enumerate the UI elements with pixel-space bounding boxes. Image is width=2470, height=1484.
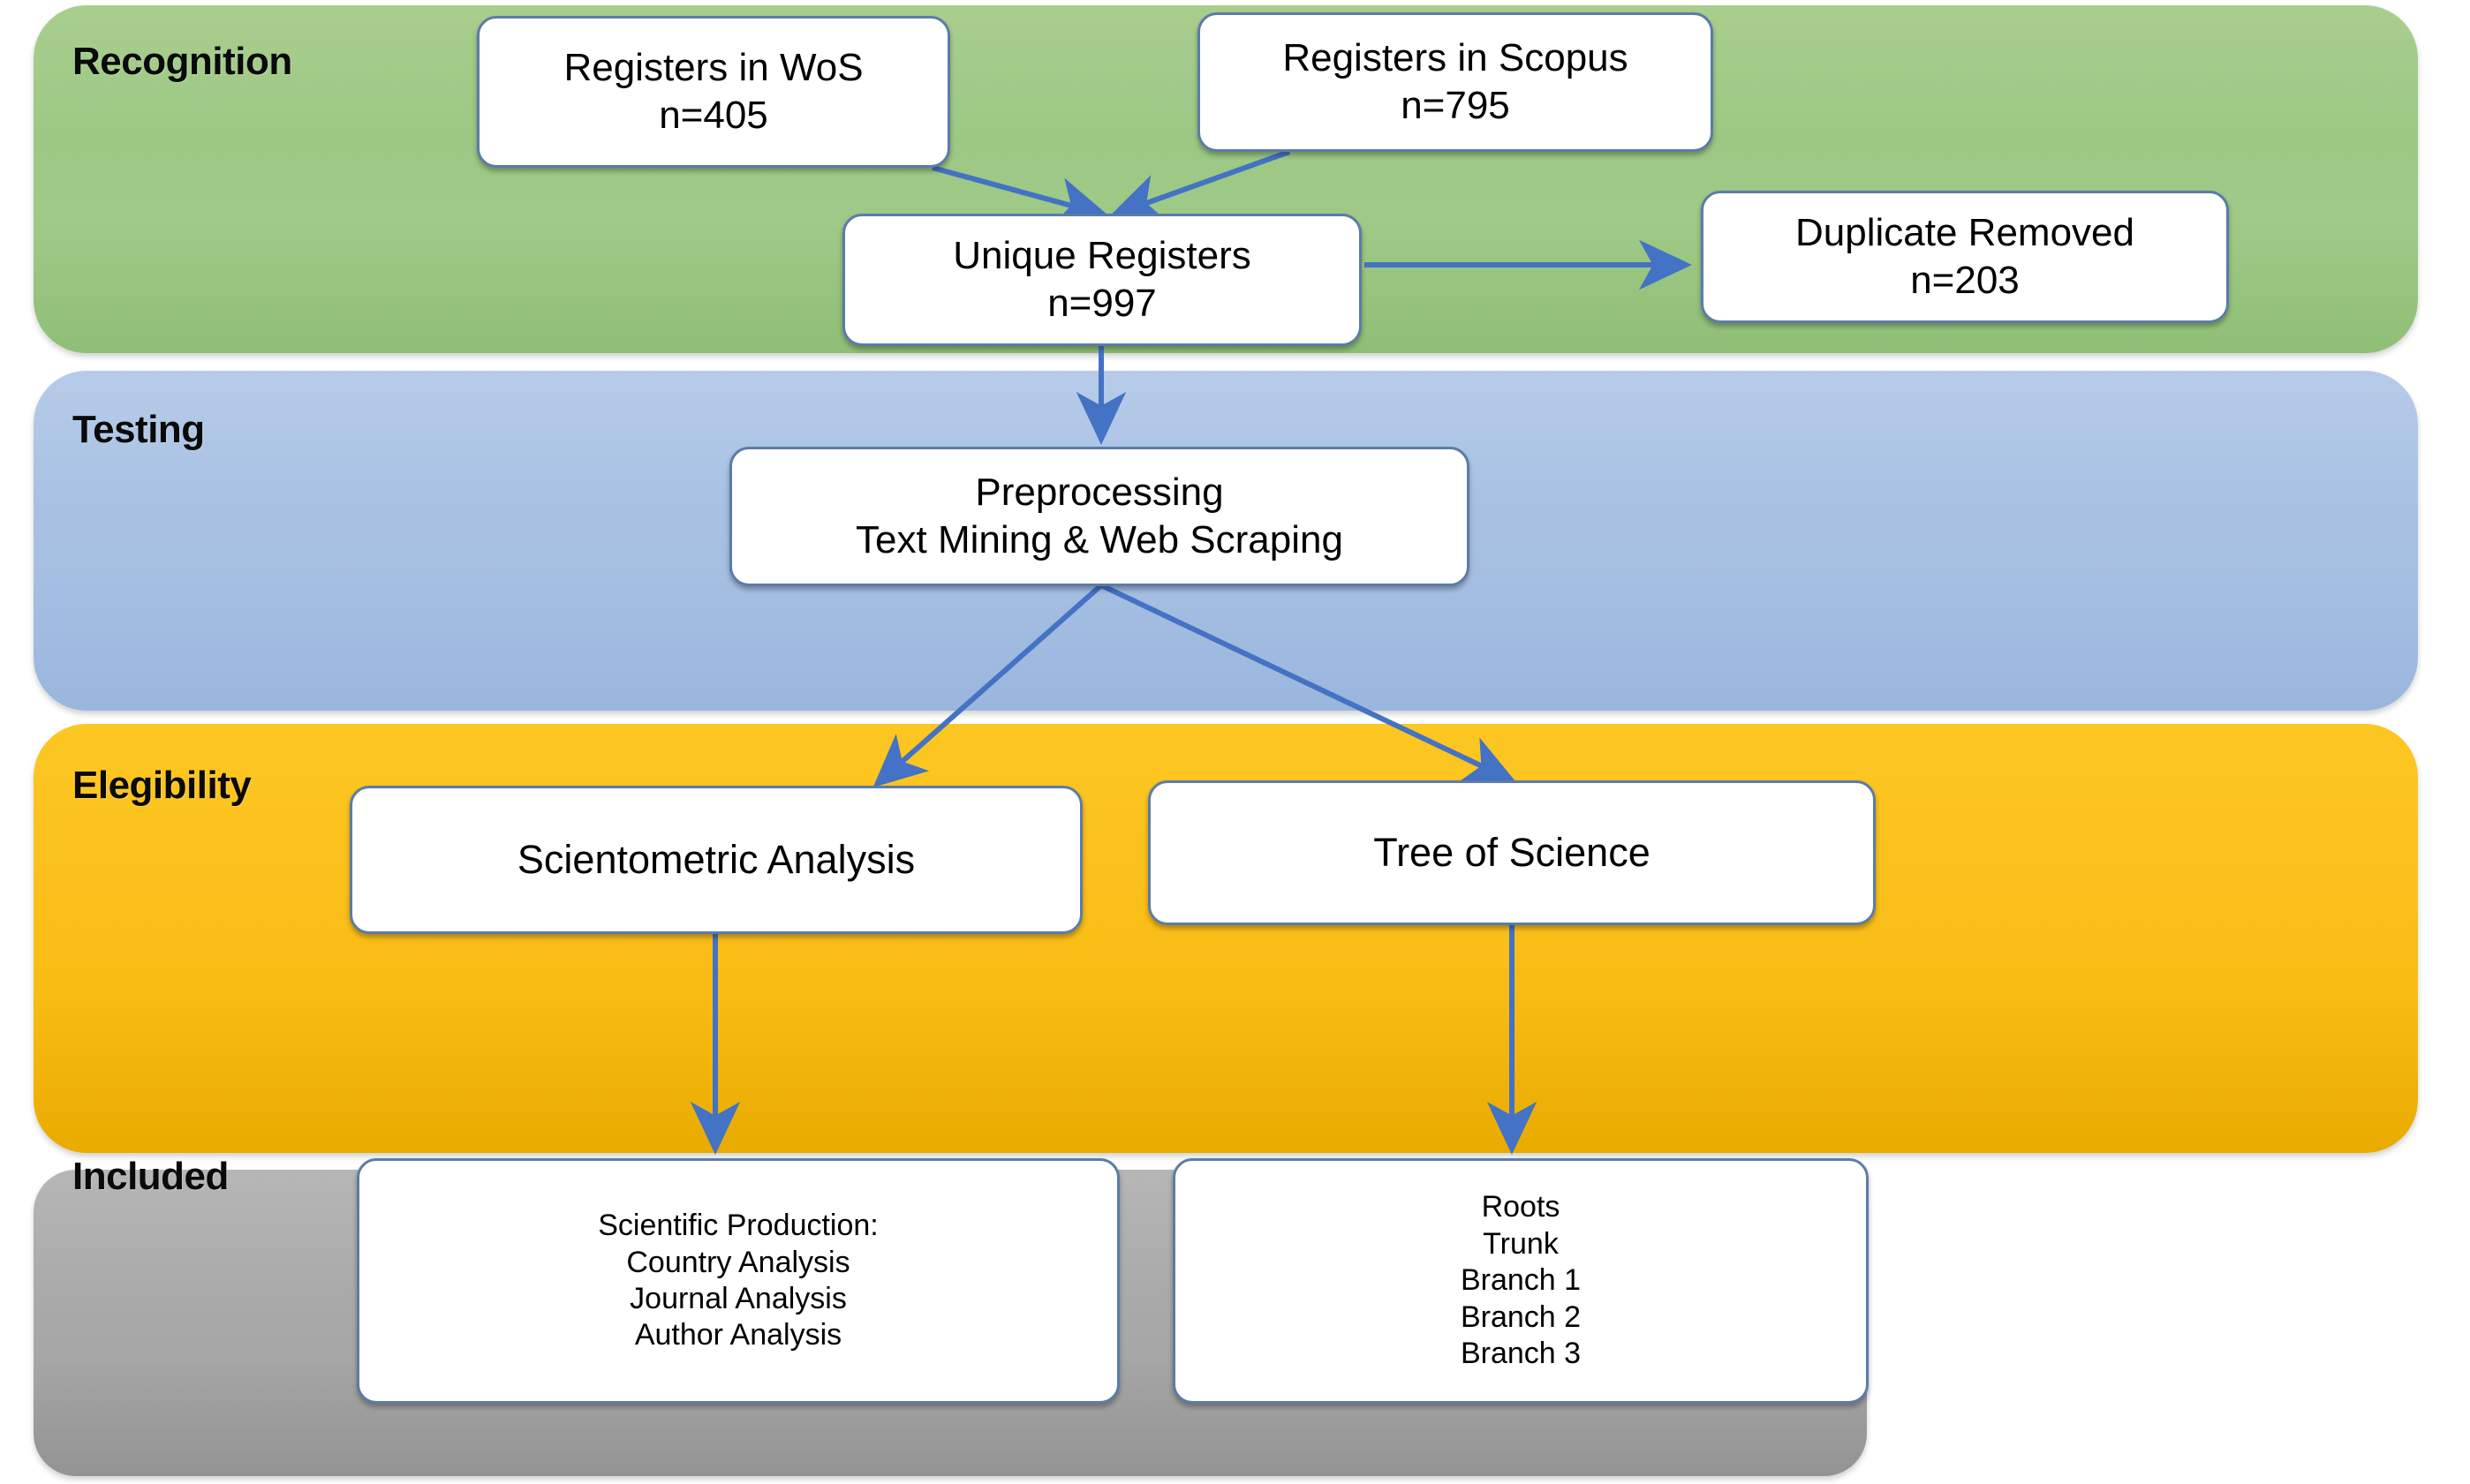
- node-duplicate-removed[interactable]: Duplicate Removed n=203: [1701, 191, 2229, 323]
- node-tree-parts[interactable]: Roots Trunk Branch 1 Branch 2 Branch 3: [1173, 1158, 1869, 1404]
- node-production-line4: Author Analysis: [634, 1318, 842, 1352]
- node-unique-registers[interactable]: Unique Registers n=997: [842, 214, 1362, 346]
- node-treeofscience-label: Tree of Science: [1373, 829, 1650, 875]
- node-preprocessing-line1: Preprocessing: [975, 471, 1224, 515]
- band-label-testing: Testing: [72, 408, 205, 451]
- node-wos-line1: Registers in WoS: [563, 46, 864, 90]
- band-label-recognition: Recognition: [72, 40, 292, 83]
- band-label-elegibility: Elegibility: [72, 764, 252, 807]
- node-scientific-production[interactable]: Scientific Production: Country Analysis …: [357, 1158, 1120, 1404]
- node-duplicate-line2: n=203: [1910, 259, 2020, 302]
- node-production-line2: Country Analysis: [626, 1245, 850, 1279]
- node-treeparts-line2: Trunk: [1483, 1226, 1559, 1261]
- node-duplicate-line1: Duplicate Removed: [1795, 211, 2134, 255]
- node-production-line1: Scientific Production:: [598, 1209, 879, 1243]
- node-unique-line1: Unique Registers: [953, 234, 1251, 278]
- node-tree-of-science[interactable]: Tree of Science: [1148, 780, 1876, 925]
- node-scientometric-analysis[interactable]: Scientometric Analysis: [350, 786, 1083, 934]
- node-registers-in-wos[interactable]: Registers in WoS n=405: [477, 16, 950, 168]
- node-scopus-line2: n=795: [1401, 84, 1510, 127]
- node-treeparts-line3: Branch 1: [1460, 1263, 1582, 1298]
- node-wos-line2: n=405: [659, 94, 768, 137]
- node-treeparts-line4: Branch 2: [1460, 1299, 1582, 1334]
- node-preprocessing[interactable]: Preprocessing Text Mining & Web Scraping: [729, 447, 1469, 586]
- node-treeparts-line5: Branch 3: [1460, 1337, 1582, 1371]
- node-treeparts-line1: Roots: [1481, 1190, 1560, 1224]
- band-label-included: Included: [72, 1155, 229, 1198]
- node-scopus-line1: Registers in Scopus: [1282, 36, 1628, 80]
- node-production-line3: Journal Analysis: [630, 1282, 847, 1315]
- node-unique-line2: n=997: [1047, 282, 1157, 325]
- node-preprocessing-line2: Text Mining & Web Scraping: [856, 518, 1343, 561]
- node-registers-in-scopus[interactable]: Registers in Scopus n=795: [1197, 12, 1713, 152]
- node-scientometric-label: Scientometric Analysis: [517, 836, 916, 882]
